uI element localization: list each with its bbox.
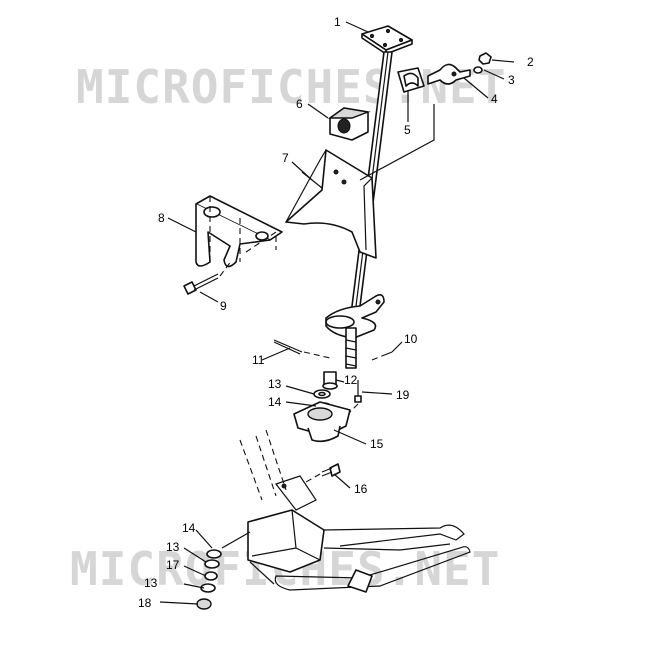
part-bearing-block (293, 401, 351, 443)
callout-7: 7 (282, 151, 289, 165)
callout-1: 1 (334, 15, 341, 29)
callout-15: 15 (370, 437, 384, 451)
callout-13-lower-b: 13 (144, 576, 158, 590)
callout-10: 10 (404, 332, 418, 346)
callout-14-upper: 14 (268, 395, 282, 409)
callout-11: 11 (252, 353, 265, 367)
part-screw (371, 351, 393, 361)
part-clamp (427, 63, 471, 85)
frame-tubes (239, 429, 317, 511)
callout-8: 8 (158, 211, 165, 225)
callout-6: 6 (296, 97, 303, 111)
callout-17: 17 (166, 558, 180, 572)
part-handlebar-plate (361, 25, 413, 55)
part-bushing-block (327, 107, 371, 141)
part-cotter-pin (273, 339, 303, 355)
part-nut (478, 52, 492, 65)
callout-19: 19 (396, 388, 410, 402)
callout-16: 16 (354, 482, 368, 496)
part-bushing (397, 67, 425, 93)
part-steering-support (285, 149, 377, 259)
callout-14-lower: 14 (182, 521, 196, 535)
callout-2: 2 (527, 55, 534, 69)
part-washer-stack (196, 549, 222, 610)
part-castle-nut (322, 371, 338, 390)
callout-12: 12 (344, 373, 358, 387)
callout-3: 3 (508, 73, 515, 87)
part-bolt-19 (354, 380, 362, 403)
part-bolt-16 (321, 463, 341, 477)
part-steering-arm (325, 294, 385, 369)
callout-13-lower-a: 13 (166, 540, 180, 554)
part-washer (473, 66, 483, 74)
callout-5: 5 (404, 123, 411, 137)
part-support-bracket (195, 195, 283, 268)
part-bolt (183, 273, 219, 295)
leader-lines (159, 21, 515, 605)
callout-13-upper: 13 (268, 377, 282, 391)
callout-4: 4 (491, 92, 498, 106)
lower-frame (247, 509, 471, 593)
callout-9: 9 (220, 299, 227, 313)
callout-18: 18 (138, 596, 152, 610)
part-washer-upper (313, 389, 331, 399)
